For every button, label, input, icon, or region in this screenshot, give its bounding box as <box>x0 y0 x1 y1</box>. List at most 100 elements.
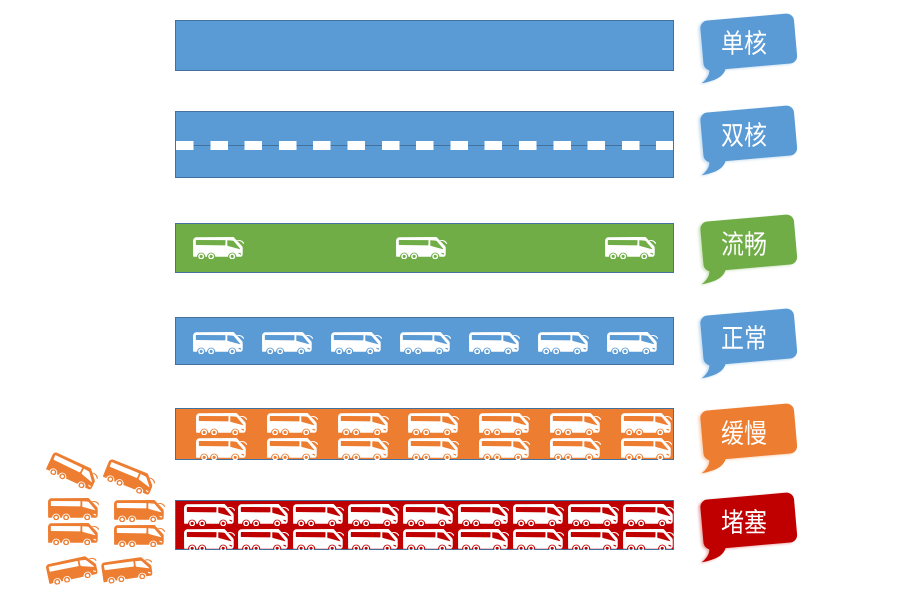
bus-icon <box>550 438 602 461</box>
bus-icon <box>512 528 565 551</box>
bus-icon-shape <box>550 438 602 461</box>
bus-icon-shape <box>396 237 448 260</box>
bus-icon <box>550 413 602 436</box>
glyph-path-流 <box>721 230 744 256</box>
bus-icon <box>403 528 455 551</box>
speech-callout-slow: 缓慢 <box>696 403 806 503</box>
glyph-path-缓 <box>721 419 744 445</box>
bus-icon-shape <box>45 553 101 587</box>
bus-icon-shape <box>337 413 390 436</box>
bus-icon-shape <box>622 503 675 526</box>
bus-icon <box>468 332 521 355</box>
glyph-path-核 <box>744 121 767 147</box>
bus-icon-shape <box>337 438 390 461</box>
bus-icon <box>622 503 675 526</box>
bus-icon-shape <box>567 528 620 551</box>
bus-icon <box>620 413 673 436</box>
speech-bubble-tail <box>701 457 726 474</box>
bus-icon <box>512 503 565 526</box>
bus-icon <box>458 528 510 551</box>
bus-icon <box>567 503 620 526</box>
bus-icon <box>479 413 531 436</box>
callout-label-glyphs <box>721 230 766 256</box>
bus-icon <box>293 528 345 551</box>
bus-icon <box>348 528 400 551</box>
road-bar-slow <box>175 408 674 461</box>
bus-icon-shape <box>100 555 156 585</box>
bus-icon-shape <box>403 528 455 551</box>
bus-icon-shape <box>114 499 166 523</box>
road-bar-smooth <box>175 223 674 273</box>
bus-icon <box>337 413 390 436</box>
speech-callout-dual-core: 双核 <box>696 105 806 205</box>
bus-icon <box>348 503 400 526</box>
bus-icon <box>101 458 159 498</box>
bus-icon-shape <box>183 503 235 526</box>
bus-icon-shape <box>408 438 460 461</box>
bus-icon-shape <box>196 438 248 461</box>
bus-icon <box>479 438 531 461</box>
bus-icon <box>337 438 390 461</box>
bus-icon-shape <box>293 503 345 526</box>
bus-icon <box>114 524 166 548</box>
road-bar-dual-core <box>175 111 674 178</box>
bus-icon <box>622 528 675 551</box>
bus-icon-shape <box>567 503 620 526</box>
glyph-path-常 <box>745 324 766 350</box>
glyph-path-单 <box>722 29 743 55</box>
lane-divider-dashes <box>176 141 673 150</box>
bus-icon-shape <box>512 503 565 526</box>
bus-icon <box>100 555 156 585</box>
glyph-path-正 <box>722 326 743 349</box>
glyph-path-塞 <box>744 508 767 533</box>
bus-icon <box>196 413 248 436</box>
callout-label <box>721 29 767 56</box>
bus-icon <box>399 332 452 355</box>
speech-bubble-shape <box>700 308 798 379</box>
callout-label-glyphs <box>721 508 767 534</box>
bus-icon <box>238 503 290 526</box>
bus-icon <box>183 503 235 526</box>
bus-icon-shape <box>479 438 531 461</box>
callout-label <box>721 508 767 535</box>
bus-icon-shape <box>607 332 659 355</box>
bus-icon-shape <box>468 332 521 355</box>
bus-icon-shape <box>266 413 319 436</box>
bus-icon-shape <box>293 528 345 551</box>
bus-icon-shape <box>193 237 245 260</box>
callout-label <box>721 419 767 446</box>
bus-icon <box>44 451 102 493</box>
glyph-path-核 <box>744 29 767 55</box>
bus-icon <box>538 332 590 355</box>
road-bar-jam <box>175 500 675 551</box>
callout-label-glyphs <box>722 324 766 350</box>
speech-bubble-shape <box>700 492 798 563</box>
bus-icon <box>605 237 657 260</box>
bus-icon-shape <box>403 503 455 526</box>
bus-icon-shape <box>330 332 383 355</box>
speech-bubble-body <box>700 308 798 366</box>
bus-icon-shape <box>550 413 602 436</box>
glyph-path-畅 <box>745 230 766 256</box>
bus-icon-shape <box>479 413 531 436</box>
bus-icon-shape <box>196 413 248 436</box>
bus-icon <box>238 528 290 551</box>
bus-icon <box>607 332 659 355</box>
road-bar-single-core <box>175 20 674 71</box>
bus-icon-shape <box>114 524 166 548</box>
callout-label <box>721 230 767 257</box>
callout-label <box>721 324 767 351</box>
bus-icon <box>567 528 620 551</box>
bus-icon <box>330 332 383 355</box>
bus-icon-shape <box>101 458 159 498</box>
bus-icon <box>45 553 101 587</box>
bus-icon <box>408 413 460 436</box>
bus-icon <box>620 438 673 461</box>
bus-icon <box>266 438 319 461</box>
bus-icon-shape <box>192 332 244 355</box>
bus-icon-shape <box>348 503 400 526</box>
glyph-path-双 <box>721 123 744 147</box>
speech-bubble-tail <box>701 67 726 84</box>
bus-icon-shape <box>348 528 400 551</box>
